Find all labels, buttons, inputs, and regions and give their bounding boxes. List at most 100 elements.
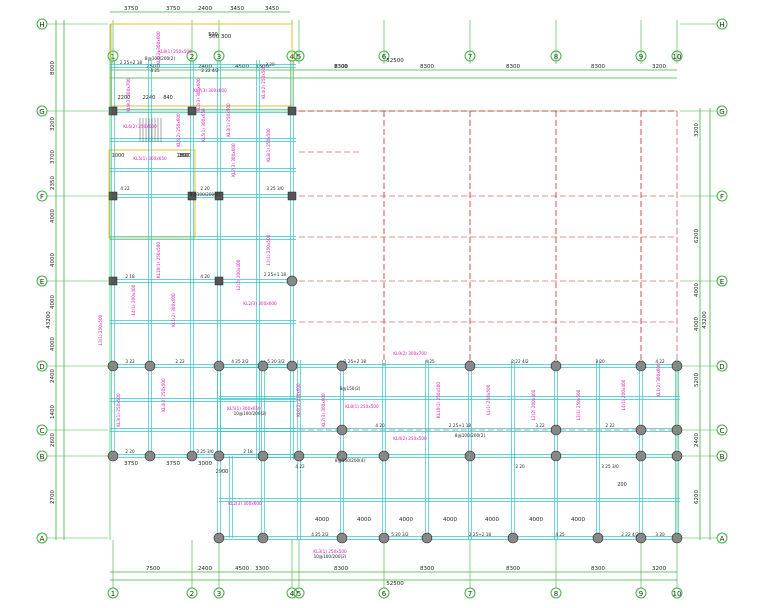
center-dim-text: 500 300 <box>209 34 232 40</box>
dim-text-top-lower: 3200 <box>652 64 666 70</box>
column-round <box>464 360 476 372</box>
rebar-note: 2 18 <box>243 449 253 454</box>
dim-text-left: 4000 <box>50 295 56 309</box>
axis-label-F: F <box>720 193 724 201</box>
beam-label: L1(1) 250x500 <box>486 384 491 415</box>
axis-label-D: D <box>719 363 724 371</box>
dim-text-bottom: 4500 <box>235 566 249 572</box>
dim-text-right: 2400 <box>694 433 700 447</box>
dim-text-bottom: 8300 <box>591 566 605 572</box>
axis-label-5: 5 <box>297 590 301 598</box>
beam-label: KL5(1) 300x650 <box>201 108 206 142</box>
rebar-note: 4 20 <box>200 274 210 279</box>
stirrup-note: 8@100/200(2) <box>455 433 486 438</box>
dim-text-bottom: 8300 <box>506 566 520 572</box>
yellow-frame-stair <box>108 149 196 239</box>
column-round <box>421 532 433 544</box>
rebar-note: 3 20 <box>655 532 665 537</box>
axis-label-9: 9 <box>639 590 643 598</box>
dim-text-left: 3200 <box>50 117 56 131</box>
beam-label: L1(1) 250x500 <box>266 234 271 265</box>
column-round <box>378 532 390 544</box>
rebar-note: 2 22 <box>605 423 615 428</box>
beam-label: KL6(2) 250x600 <box>296 383 301 417</box>
column-round <box>286 360 298 372</box>
rebar-note: 2 18 <box>125 274 135 279</box>
dim-text-bottom: 8300 <box>334 566 348 572</box>
axis-label-8: 8 <box>554 590 558 598</box>
dim-text-right: 6200 <box>694 490 700 504</box>
column-square <box>214 276 224 286</box>
column-square <box>214 191 224 201</box>
dim-text-top: 2400 <box>198 6 212 12</box>
column-round <box>378 450 390 462</box>
column-square <box>187 106 197 116</box>
beam-label: L2(2) 200x400 <box>531 389 536 420</box>
dim-text-left: 4000 <box>50 209 56 223</box>
axis-label-6: 6 <box>382 590 387 598</box>
dim-text-right-total: 43200 <box>702 311 708 329</box>
axis-label-H: H <box>39 21 44 29</box>
stirrup-note: 8@100/200(2) <box>145 56 176 61</box>
column-round <box>592 532 604 544</box>
rebar-note: 4 25 <box>555 532 565 537</box>
dim-text-top-lower: 8300 <box>506 64 520 70</box>
dim-text-top: 3450 <box>230 6 244 12</box>
dim-text-top-lower: 2400 <box>198 64 212 70</box>
dim-text-small: 1800 <box>177 153 190 159</box>
column-round <box>213 450 225 462</box>
beam-label: L2(2) 200x400 <box>236 259 241 290</box>
axis-label-G: G <box>719 108 724 116</box>
rebar-note: 4 25 2/2 <box>311 532 329 537</box>
dim-text-bay: 4000 <box>529 517 543 523</box>
dim-text-small: 500 <box>208 32 218 38</box>
column-round <box>186 450 198 462</box>
dim-text-left-total: 43200 <box>46 311 52 329</box>
dim-text-right: 4000 <box>694 283 700 297</box>
dim-text-bottom: 8300 <box>420 566 434 572</box>
rebar-note: 5 20 3/2 <box>391 532 409 537</box>
rebar-note: 5 20 3/2 <box>267 359 285 364</box>
dim-text-small: 200 <box>617 482 627 488</box>
beam-label: KL3(1) 250x500 <box>313 549 347 554</box>
dim-text-top-lower: 8300 <box>591 64 605 70</box>
beam-label: KL8(1) 250x500 <box>345 404 379 409</box>
axis-label-D: D <box>39 363 44 371</box>
column-square <box>108 106 118 116</box>
column-square <box>287 106 297 116</box>
dim-text-bay: 4000 <box>485 517 499 523</box>
dim-text-small: 840 <box>163 95 173 101</box>
rebar-note: 4 25 2/2 <box>231 359 249 364</box>
dim-text-bottom: 3300 <box>255 566 269 572</box>
dim-text-top-lower: 8300 <box>334 64 348 70</box>
rebar-note: 2 22 4/2 <box>621 532 639 537</box>
column-round <box>336 532 348 544</box>
dim-text-top-lower: 3300 <box>255 64 269 70</box>
dim-text-bottom: 2400 <box>198 566 212 572</box>
dim-text-bottom-total: 52500 <box>386 581 404 587</box>
stirrup-note: 8@100/200(4) <box>190 192 221 197</box>
dim-text-inner: 3750 <box>124 461 138 467</box>
dim-text-left: 2400 <box>50 369 56 383</box>
dim-text-bay: 4000 <box>399 517 413 523</box>
column-round <box>635 360 647 372</box>
column-round <box>144 450 156 462</box>
dim-text-left: 4000 <box>50 337 56 351</box>
column-round <box>107 450 119 462</box>
beam-label: KL4(2) 250x500 <box>393 436 427 441</box>
beam-label: KL7(3) 300x600 <box>321 393 326 427</box>
dim-text-left: 8000 <box>50 61 56 75</box>
column-round <box>144 360 156 372</box>
rebar-note: 2 25+2 18 <box>120 60 142 65</box>
rebar-note: 4 20 <box>375 423 385 428</box>
axis-label-A: A <box>40 535 45 543</box>
column-round <box>213 360 225 372</box>
beam-label: KL8(1) 250x500 <box>266 128 271 162</box>
dim-text-top-lower: 8300 <box>420 64 434 70</box>
rebar-note: 2 20 <box>515 464 525 469</box>
column-square <box>187 191 197 201</box>
rebar-note: 3 20 <box>265 62 275 67</box>
axis-label-2: 2 <box>190 590 194 598</box>
column-round <box>550 360 562 372</box>
